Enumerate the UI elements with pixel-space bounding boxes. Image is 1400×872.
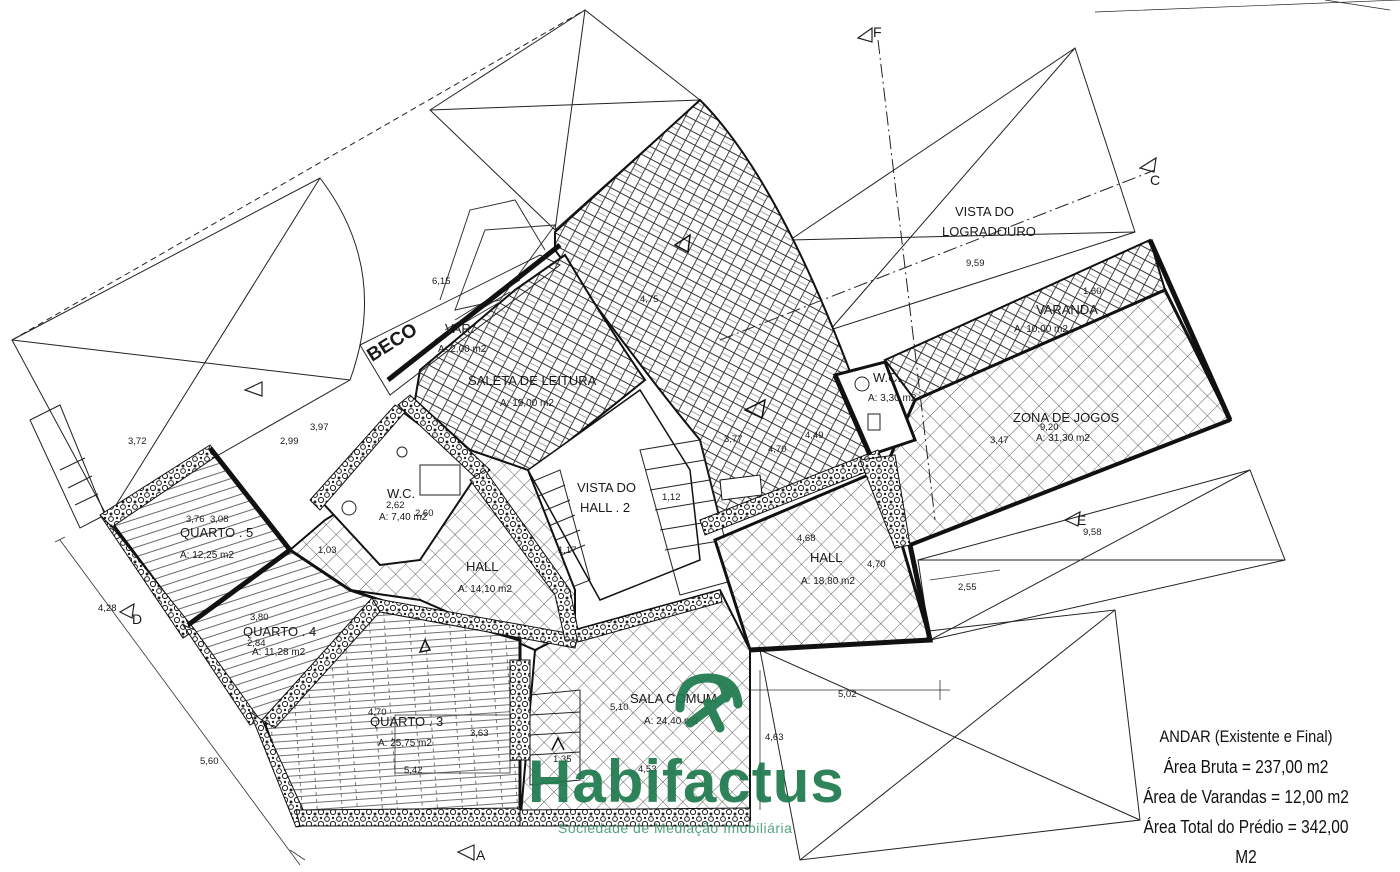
dim-label: 5,60	[200, 756, 219, 767]
dim-label: 5,02	[838, 689, 857, 700]
var-area: A: 2,00 m2	[438, 344, 487, 355]
dim-label: 3,72	[128, 436, 147, 447]
hall-right-area: A: 18,80 m2	[801, 576, 855, 587]
varanda-label: VARANDA	[1036, 302, 1098, 317]
section-e-label: E	[1077, 512, 1086, 528]
logo-wordmark: Habifactus	[528, 748, 845, 815]
habifactus-logo: Habifactus Sociedade de Mediação Imobili…	[528, 668, 888, 838]
dim-label: 9,58	[1083, 527, 1102, 538]
dim-label: 1,17	[558, 545, 577, 556]
dim-label: 3,77	[724, 434, 743, 445]
roof-left	[11, 177, 365, 519]
zona-jogos-area: A: 31,30 m2	[1036, 433, 1090, 444]
dim-label: 3,47	[990, 435, 1009, 446]
beco-passage	[359, 254, 561, 396]
dim-label: 3,08	[210, 514, 229, 525]
dim-label: 3,97	[310, 422, 329, 433]
sala-label: SALA COMUM	[630, 691, 717, 706]
legend-area-varandas: Área de Varandas = 12,00 m2	[1143, 787, 1349, 807]
dim-label: 3,76	[186, 514, 205, 525]
legend-area-bruta: Área Bruta = 237,00 m2	[1163, 757, 1329, 777]
saleta-area: A: 19,00 m2	[500, 398, 554, 409]
dim-label: 4,70	[368, 707, 387, 718]
section-a-label: A	[476, 847, 486, 863]
dim-label: 4,75	[640, 294, 659, 305]
dim-label: 2,62	[386, 500, 405, 511]
quarto5-area: A: 12,25 m2	[180, 550, 234, 561]
vista-hall-label: VISTA DO	[577, 480, 636, 495]
hall-void	[527, 388, 701, 601]
area-legend: ANDAR (Existente e Final) Área Bruta = 2…	[1116, 722, 1376, 872]
vista-hall-label-2: HALL . 2	[580, 500, 630, 515]
dim-label: 5,42	[404, 765, 423, 776]
dim-label: 5,10	[610, 702, 629, 713]
saleta-label: SALETA DE LEITURA	[468, 373, 597, 388]
dim-label: 3,63	[470, 728, 489, 739]
dim-label: 4,53	[638, 764, 657, 775]
dim-label: 4,28	[98, 603, 117, 614]
legend-title: ANDAR (Existente e Final)	[1159, 727, 1333, 746]
wc-left-label: W.C.	[387, 486, 415, 501]
logo-mark-icon	[675, 673, 743, 733]
dim-label: 4,49	[805, 430, 824, 441]
dim-label: 4,68	[797, 533, 816, 544]
dim-label: 2,60	[415, 508, 434, 519]
dim-label: 9,20	[1040, 422, 1059, 433]
dim-label: 1,60	[1083, 286, 1102, 297]
quarto5-label: QUARTO . 5	[180, 525, 253, 540]
section-f-label: F	[873, 24, 882, 40]
wc-left-area: A: 7,40 m2	[379, 512, 428, 523]
logo-tagline: Sociedade de Mediação Imobiliária	[558, 820, 793, 836]
wc-right-label: W.C.	[873, 370, 901, 385]
vista-logradouro-label: VISTA DO	[955, 204, 1014, 219]
dim-label: 2,99	[280, 436, 299, 447]
quarto4-area: A: 11,28 m2	[252, 647, 306, 658]
dim-label: 4,70	[867, 559, 886, 570]
dim-label: 4,63	[765, 732, 784, 743]
hall-left-area: A: 14,10 m2	[458, 584, 512, 595]
dim-label: 1,12	[662, 492, 681, 503]
dim-label: 4,70	[768, 444, 787, 455]
varanda-area: A: 10,00 m2	[1014, 324, 1068, 335]
section-c-label: C	[1150, 172, 1160, 188]
legend-area-total: Área Total do Prédio = 342,00 M2	[1143, 817, 1349, 867]
quarto3-area: A: 25,75 m2	[378, 738, 432, 749]
var-label: VAR.	[445, 321, 474, 336]
wc-right-area: A: 3,30 m2	[868, 393, 917, 404]
sala-area: A: 24,40 m2	[644, 716, 698, 727]
zona-jogos-label: ZONA DE JOGOS	[1013, 410, 1120, 425]
section-d-label: D	[132, 611, 142, 627]
dim-label: 3,80	[250, 612, 269, 623]
dim-label: 2,84	[247, 638, 266, 649]
hall-left-label: HALL	[466, 559, 499, 574]
dim-label: 6,15	[432, 276, 451, 287]
hall-right-label: HALL	[810, 550, 843, 565]
dim-label: 1,35	[553, 754, 572, 765]
quarto3-label: QUARTO . 3	[370, 714, 443, 729]
dim-label: 9,59	[966, 258, 985, 269]
quarto4-label: QUARTO . 4	[243, 624, 316, 639]
dim-label: 2,55	[958, 582, 977, 593]
vista-logradouro-label-2: LOGRADOURO	[942, 224, 1036, 239]
dim-label: 1,03	[318, 545, 337, 556]
